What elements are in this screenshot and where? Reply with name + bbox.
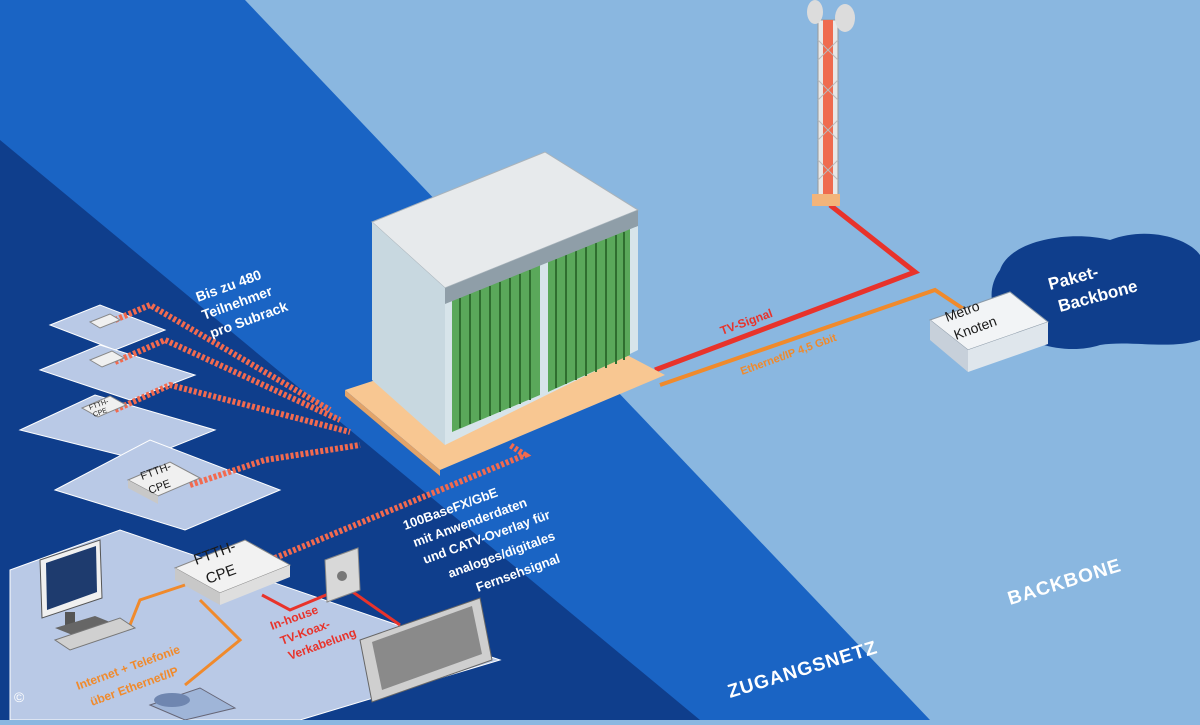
line-cards [452,228,630,432]
metro-node-right [968,322,1048,372]
olt-subrack [371,151,640,445]
cpe-unit-4: FTTH- CPE [126,461,202,504]
fiber-drops [113,301,532,563]
telephone [148,687,237,721]
computer-monitor [39,539,115,636]
cpe-unit-1 [88,313,122,329]
metro-node-left [930,320,968,372]
tv-signal-line [654,203,921,373]
cpe-unit-2 [88,350,126,368]
keyboard [53,617,137,651]
cpe-unit-3: FTTH- CPE [80,395,128,419]
ethernet-line [659,287,967,387]
customer-plate-2 [38,344,197,401]
customer-plate-1 [48,304,167,351]
copyright-mark: © [14,689,25,705]
cpe-small-label-2: CPE [92,407,108,419]
home-cpe: FTTH- CPE [173,538,292,605]
coax-socket [324,547,361,603]
customer-plate-3 [18,394,217,461]
tv-set [359,597,493,703]
antenna-tower [807,0,855,206]
